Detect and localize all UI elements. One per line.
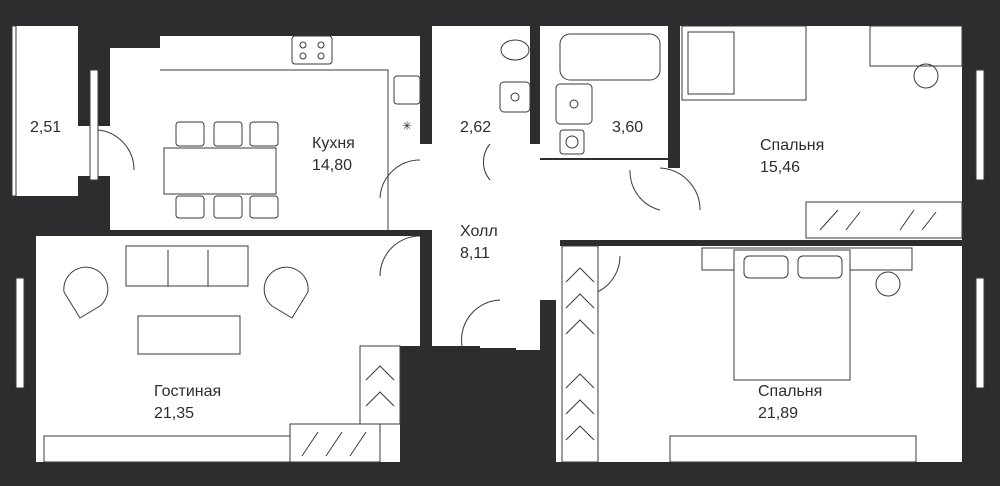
- bedroom1-area: 15,46: [760, 159, 800, 176]
- kitchen-area: 14,80: [312, 157, 352, 174]
- toilet-fixtures: [483, 39, 531, 181]
- windows: [11, 25, 985, 389]
- toilet-area: 2,62: [460, 119, 491, 136]
- kitchen-name: Кухня: [312, 135, 355, 152]
- balcony-floor: [14, 26, 78, 196]
- bedroom1-name: Спальня: [760, 137, 824, 154]
- hall-area: 8,11: [460, 245, 490, 262]
- bedroom1-furniture: [629, 25, 963, 239]
- bedroom2-furniture: [561, 245, 917, 463]
- living-area: 21,35: [154, 405, 194, 422]
- room-labels: 2,51 Кухня 14,80 2,62 3,60 Спальня 15,46…: [30, 119, 824, 422]
- living-name: Гостиная: [154, 383, 221, 400]
- bathroom-fixtures: [555, 33, 661, 155]
- bathroom-area: 3,60: [612, 119, 643, 136]
- balcony-area: 2,51: [30, 119, 61, 136]
- living-furniture: [43, 245, 401, 463]
- hall-name: Холл: [460, 223, 498, 240]
- svg-text:✳: ✳: [402, 119, 412, 133]
- bedroom2-name: Спальня: [758, 383, 822, 400]
- bedroom2-area: 21,89: [758, 405, 798, 422]
